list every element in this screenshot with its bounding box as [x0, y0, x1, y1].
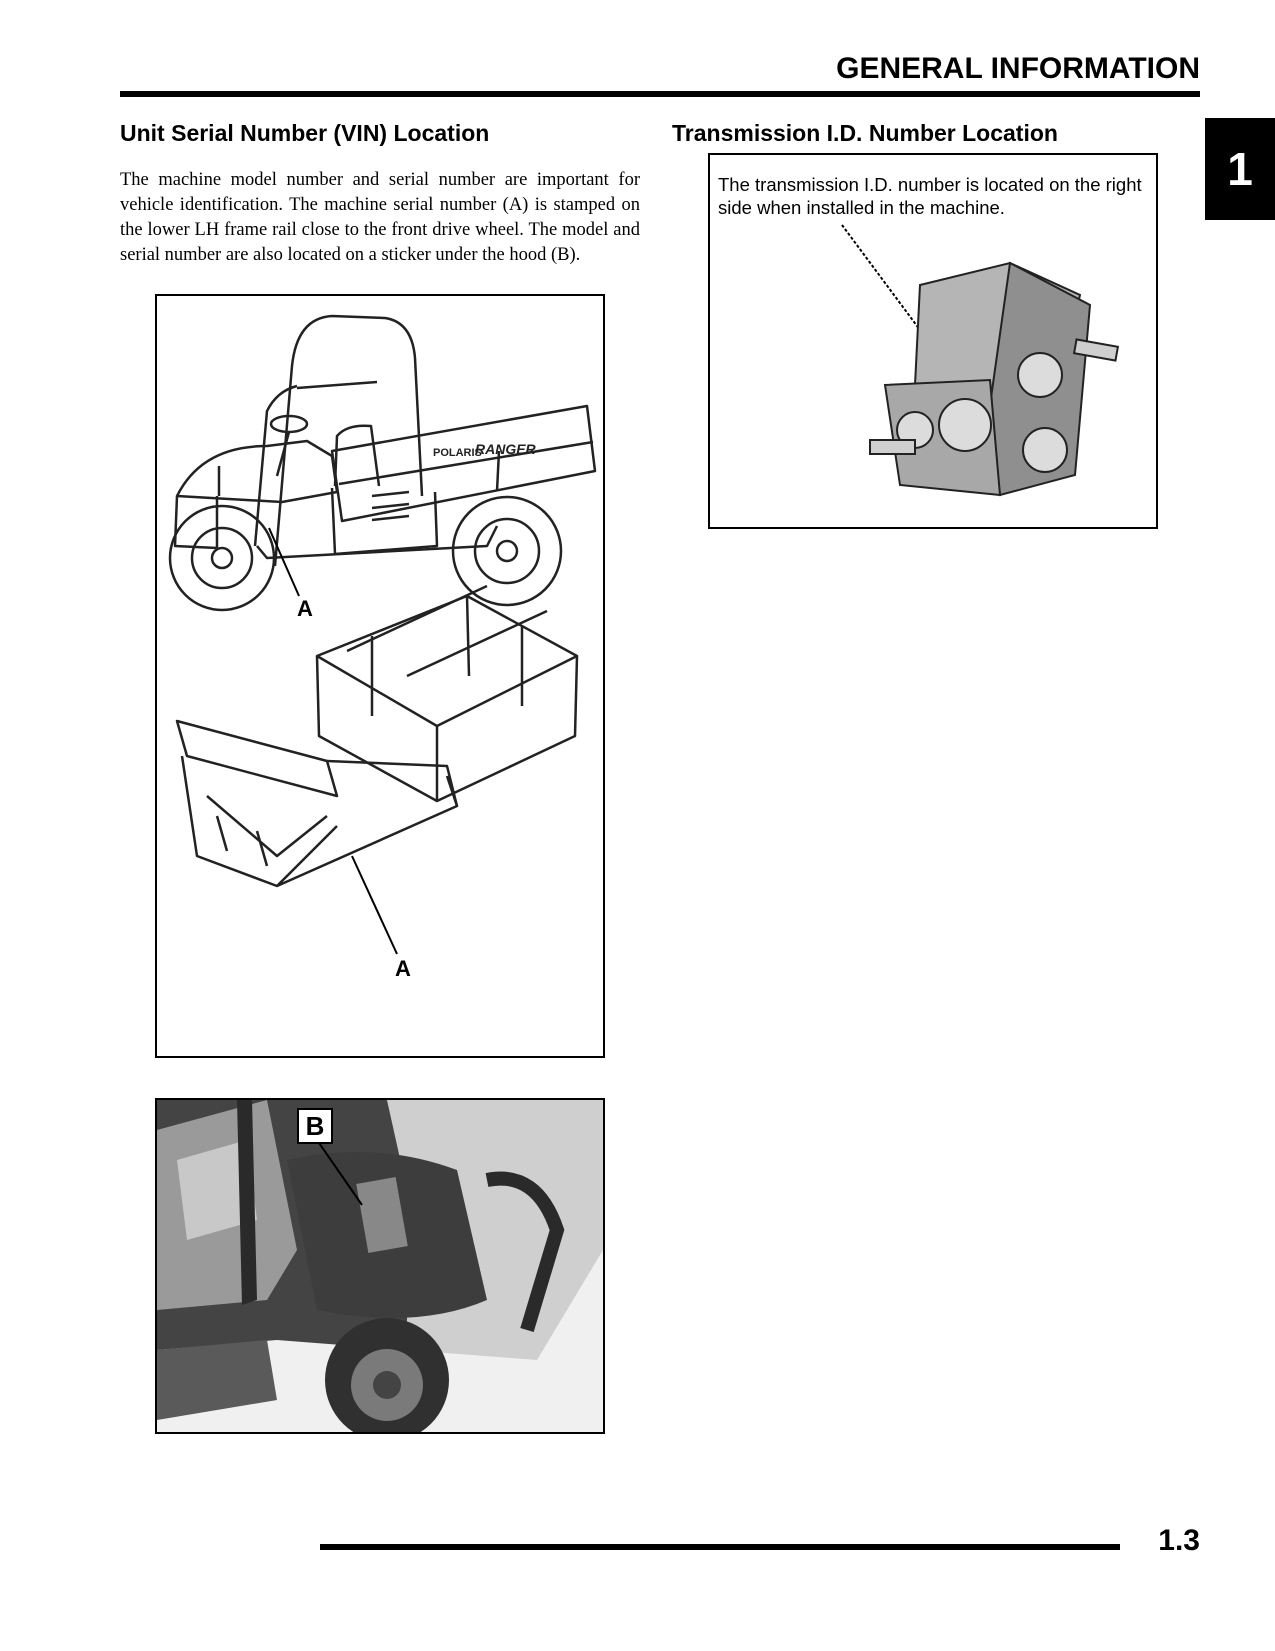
vehicle-frame-drawing: POLARIS RANGER	[168, 314, 597, 955]
vehicle-brand-text: POLARIS	[433, 447, 482, 459]
serial-label-a-bottom: A	[395, 956, 411, 981]
hood-photo-drawing	[157, 1100, 603, 1432]
footer-rule	[320, 1544, 1120, 1550]
transmission-callout-text: The transmission I.D. number is located …	[718, 174, 1142, 218]
transmission-drawing	[841, 224, 1120, 497]
hood-sticker-photo: B	[155, 1098, 605, 1434]
transmission-id-heading: Transmission I.D. Number Location	[672, 120, 1058, 146]
vehicle-badge-text: RANGER	[475, 441, 537, 457]
vehicle-frame-figure: POLARIS RANGER A A	[155, 294, 605, 1058]
serial-label-a-top: A	[297, 596, 313, 621]
page-number: 1.3	[1158, 1524, 1200, 1557]
transmission-figure: The transmission I.D. number is located …	[708, 153, 1158, 529]
page-header-title: GENERAL INFORMATION	[836, 52, 1200, 85]
vin-location-body: The machine model number and serial numb…	[120, 170, 640, 265]
chapter-tab: 1	[1205, 118, 1275, 220]
vin-location-heading: Unit Serial Number (VIN) Location	[120, 120, 490, 146]
header-rule	[120, 91, 1200, 97]
sticker-label-b: B	[297, 1108, 333, 1144]
